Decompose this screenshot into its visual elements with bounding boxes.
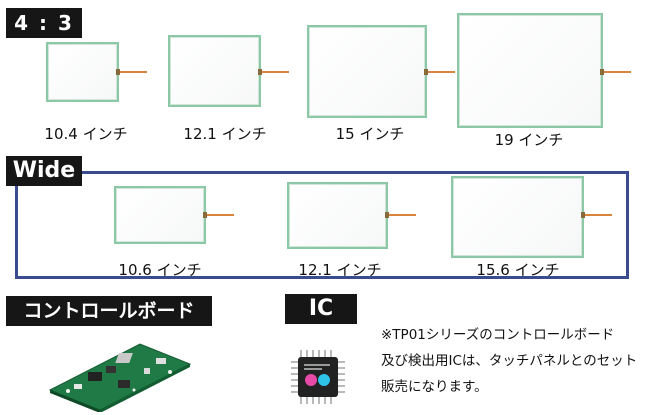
ratio-4-3-tag: 4 : 3 (6, 8, 82, 38)
touch-panel-wide-12-1 (287, 182, 388, 249)
size-label-19: 19 インチ (494, 131, 564, 149)
control-board-image (48, 343, 192, 412)
control-board-tag: コントロールボード (6, 296, 212, 326)
cable-icon (600, 69, 631, 74)
size-label-wide-15-6: 15.6 インチ (476, 261, 560, 279)
cable-icon (424, 69, 455, 74)
size-label-wide-10-6: 10.6 インチ (118, 261, 202, 279)
note-line: 販売になります。 (381, 379, 488, 395)
wide-tag: Wide (6, 156, 82, 186)
cable-icon (258, 69, 289, 74)
cable-icon (203, 212, 234, 217)
touch-panel-19 (457, 13, 603, 128)
size-label-12-1: 12.1 インチ (183, 125, 267, 143)
touch-panel-wide-10-6 (114, 186, 206, 244)
cable-icon (116, 69, 147, 74)
ic-chip-image (291, 350, 345, 404)
cable-icon (581, 212, 612, 217)
ic-tag: IC (285, 294, 357, 324)
cable-icon (385, 212, 416, 217)
touch-panel-10-4 (46, 42, 119, 102)
size-label-10-4: 10.4 インチ (44, 125, 128, 143)
touch-panel-wide-15-6 (451, 176, 584, 258)
wide-frame (15, 171, 629, 279)
size-label-wide-12-1: 12.1 インチ (298, 261, 382, 279)
touch-panel-12-1 (168, 35, 261, 107)
size-label-15: 15 インチ (335, 125, 405, 143)
note-line: 及び検出用ICは、タッチパネルとのセット (381, 353, 638, 369)
sales-note: ※TP01シリーズのコントロールボード 及び検出用ICは、タッチパネルとのセット… (381, 322, 637, 400)
note-line: ※TP01シリーズのコントロールボード (381, 327, 615, 343)
touch-panel-15 (307, 25, 427, 118)
